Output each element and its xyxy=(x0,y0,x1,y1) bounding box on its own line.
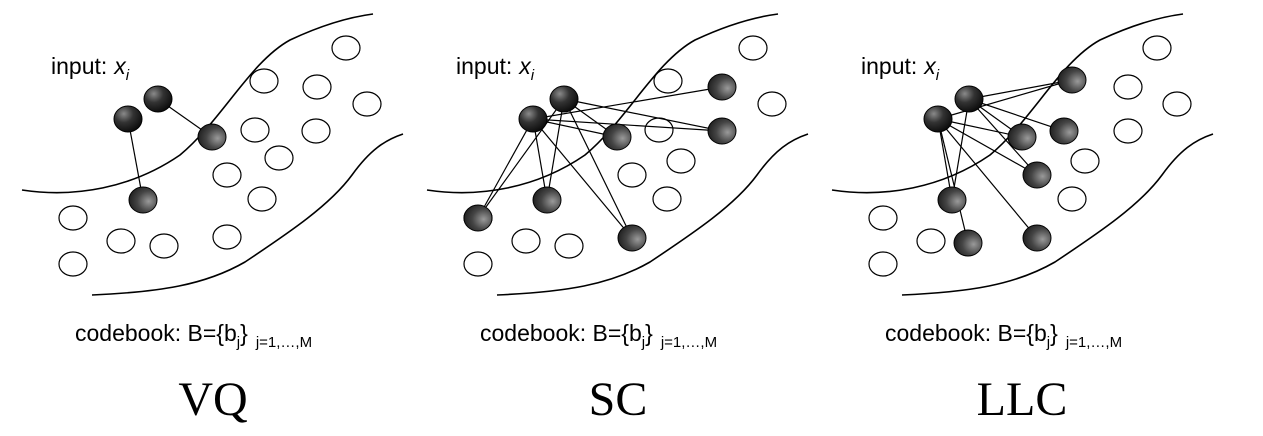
codeword xyxy=(1070,148,1100,174)
selected-codeword xyxy=(128,186,158,214)
edge xyxy=(937,118,969,244)
codeword xyxy=(352,91,382,117)
codeword xyxy=(302,74,332,100)
codeword xyxy=(916,228,946,254)
edge xyxy=(546,98,565,201)
codeword xyxy=(1057,186,1087,212)
codeword xyxy=(666,148,696,174)
selected-codeword xyxy=(937,186,967,214)
codeword xyxy=(1113,118,1143,144)
codebook-label: codebook: B={bj}j=1,…,M xyxy=(885,320,1122,351)
codeword xyxy=(58,251,88,277)
codeword xyxy=(653,68,683,94)
codebook-label: codebook: B={bj}j=1,…,M xyxy=(75,320,312,351)
edge xyxy=(937,118,953,201)
input-point xyxy=(113,105,143,133)
codeword xyxy=(301,118,331,144)
selected-codeword xyxy=(1007,123,1037,151)
input-label: input:xi xyxy=(456,53,535,84)
codeword xyxy=(511,228,541,254)
selected-codeword xyxy=(197,123,227,151)
edge xyxy=(477,98,565,219)
edge xyxy=(532,118,723,132)
codeword xyxy=(652,186,682,212)
codeword xyxy=(617,162,647,188)
codeword xyxy=(249,68,279,94)
codeword xyxy=(264,145,294,171)
input-point xyxy=(954,85,984,113)
input-label: input:xi xyxy=(861,53,940,84)
input-label: input:xi xyxy=(51,53,130,84)
selected-codeword xyxy=(707,117,737,145)
selected-codeword xyxy=(602,123,632,151)
codeword xyxy=(58,205,88,231)
codeword xyxy=(868,205,898,231)
codeword xyxy=(554,233,584,259)
codeword xyxy=(212,162,242,188)
manifold-upper-boundary xyxy=(21,13,374,194)
panel-vq: input:xi codebook: B={bj}j=1,…,M VQ xyxy=(21,13,404,426)
manifold-upper-boundary xyxy=(426,13,779,194)
edge xyxy=(951,98,970,201)
edge xyxy=(532,86,723,120)
panel-sc: input:xi codebook: B={bj}j=1,…,M SC xyxy=(426,13,809,426)
input-point xyxy=(549,85,579,113)
selected-codeword xyxy=(1049,117,1079,145)
codeword xyxy=(463,251,493,277)
codeword xyxy=(1142,35,1172,61)
selected-codeword xyxy=(1057,66,1087,94)
edge xyxy=(563,98,723,132)
edge xyxy=(937,118,1038,176)
manifold-lower-boundary xyxy=(91,133,404,296)
selected-codeword xyxy=(707,73,737,101)
codeword xyxy=(644,117,674,143)
edge xyxy=(532,118,633,239)
codeword-set xyxy=(868,35,1192,277)
codeword xyxy=(240,117,270,143)
selected-codeword xyxy=(617,224,647,252)
selected-codeword xyxy=(532,186,562,214)
edge xyxy=(532,118,548,201)
codeword xyxy=(1113,74,1143,100)
edge xyxy=(127,118,144,201)
panel-title: LLC xyxy=(977,373,1068,426)
codeword xyxy=(106,228,136,254)
panel-llc: input:xi codebook: B={bj}j=1,…,M LLC xyxy=(831,13,1214,426)
edge xyxy=(968,98,1065,132)
panel-title: SC xyxy=(589,373,648,426)
manifold-lower-boundary xyxy=(496,133,809,296)
edge xyxy=(477,118,534,219)
edge xyxy=(563,98,633,239)
codeword xyxy=(247,186,277,212)
edge xyxy=(968,79,1073,100)
panel-title: VQ xyxy=(178,373,247,426)
edge xyxy=(937,118,1038,239)
selected-codeword xyxy=(1022,224,1052,252)
codeword xyxy=(149,233,179,259)
input-point xyxy=(143,85,173,113)
codeword-set xyxy=(58,35,382,277)
codeword xyxy=(212,224,242,250)
input-point xyxy=(518,105,548,133)
codeword xyxy=(331,35,361,61)
edge xyxy=(937,79,1073,120)
input-point xyxy=(923,105,953,133)
selected-codeword xyxy=(463,204,493,232)
selected-codeword xyxy=(953,229,983,257)
codeword xyxy=(738,35,768,61)
codeword xyxy=(868,251,898,277)
manifold-lower-boundary xyxy=(901,133,1214,296)
codebook-label: codebook: B={bj}j=1,…,M xyxy=(480,320,717,351)
edge xyxy=(968,98,1038,176)
manifold-upper-boundary xyxy=(831,13,1184,194)
codeword xyxy=(1162,91,1192,117)
selected-codeword xyxy=(1022,161,1052,189)
codeword xyxy=(757,91,787,117)
